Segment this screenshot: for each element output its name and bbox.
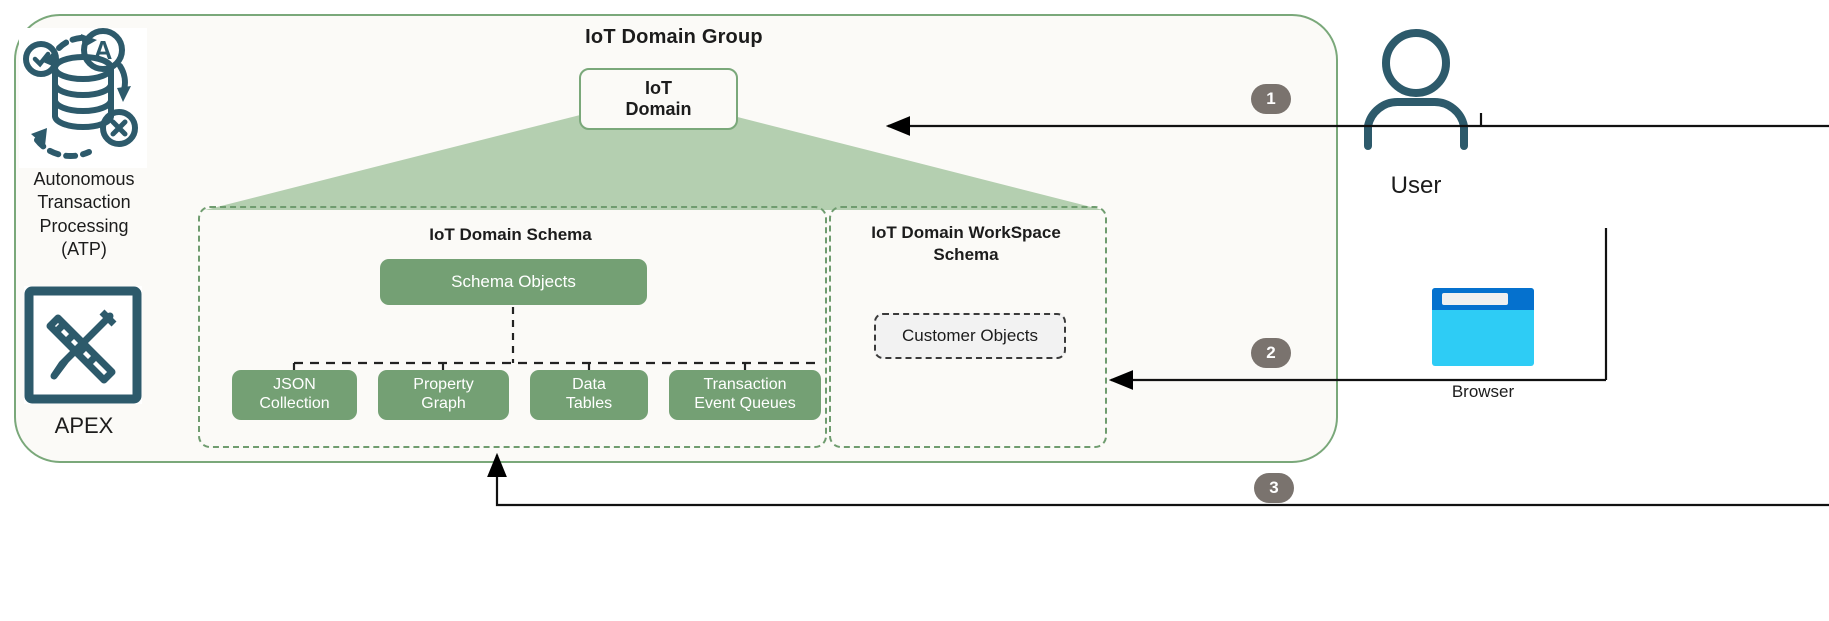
apex-ruler-pencil-icon: [24, 286, 142, 404]
iot-domain-schema-panel: [198, 206, 827, 448]
schema-objects-label: Schema Objects: [451, 271, 576, 291]
leaf-label-line1: JSON: [273, 376, 316, 394]
leaf-label-line1: Data: [572, 376, 606, 394]
iot-domain-schema-title: IoT Domain Schema: [429, 225, 592, 244]
step-badge-1: 1: [1251, 84, 1291, 114]
leaf-label-line1: Property: [413, 376, 474, 394]
workspace-schema-title-line1: IoT Domain WorkSpace: [871, 223, 1061, 242]
atp-caption-line3: Processing: [39, 215, 129, 236]
user-label: User: [1390, 172, 1442, 199]
schema-objects-box[interactable]: Schema Objects: [380, 259, 647, 305]
leaf-box-json-collection[interactable]: JSON Collection: [232, 370, 357, 420]
step-badge-3-number: 3: [1269, 478, 1279, 497]
iot-domain-box[interactable]: IoT Domain: [579, 68, 738, 130]
iot-domain-label-line2: Domain: [625, 99, 692, 119]
customer-objects-label: Customer Objects: [901, 326, 1039, 345]
atp-caption-line2: Transaction: [37, 192, 131, 213]
step-badge-1-number: 1: [1266, 89, 1276, 108]
customer-objects-box[interactable]: Customer Objects: [874, 313, 1066, 359]
leaf-label-line2: Graph: [421, 395, 466, 412]
workspace-schema-title-line2: Schema: [933, 245, 999, 265]
leaf-label-line2: Collection: [259, 395, 330, 412]
step-badge-3: 3: [1254, 473, 1294, 503]
diagram-title: IoT Domain Group: [585, 26, 763, 48]
leaf-box-data-tables[interactable]: Data Tables: [530, 370, 648, 420]
leaf-label-line2: Event Queues: [694, 395, 796, 412]
atp-caption-line1: Autonomous: [33, 169, 135, 189]
workspace-schema-title: IoT Domain WorkSpace Schema: [829, 222, 1103, 266]
atp-caption: Autonomous Transaction Processing (ATP): [6, 168, 162, 262]
step-badge-2-number: 2: [1266, 343, 1276, 362]
browser-window-icon: [1432, 288, 1534, 366]
apex-caption: APEX: [54, 413, 114, 438]
iot-domain-label-line1: IoT: [644, 78, 672, 99]
apex-icon-tile: [24, 286, 142, 404]
svg-text:A: A: [94, 35, 113, 65]
step-badge-2: 2: [1251, 338, 1291, 368]
leaf-label-line1: Transaction: [703, 376, 787, 394]
leaf-label-line2: Tables: [565, 395, 613, 412]
atp-caption-line4: (ATP): [61, 239, 107, 260]
iot-domain-workspace-schema-panel: [829, 206, 1107, 448]
user-person-icon: [1364, 29, 1468, 150]
leaf-box-transaction-event-queues[interactable]: Transaction Event Queues: [669, 370, 821, 420]
atp-icon-tile: A: [19, 28, 147, 168]
leaf-box-property-graph[interactable]: Property Graph: [378, 370, 509, 420]
browser-label: Browser: [1451, 382, 1515, 401]
autonomous-transaction-processing-icon: A: [23, 28, 138, 159]
